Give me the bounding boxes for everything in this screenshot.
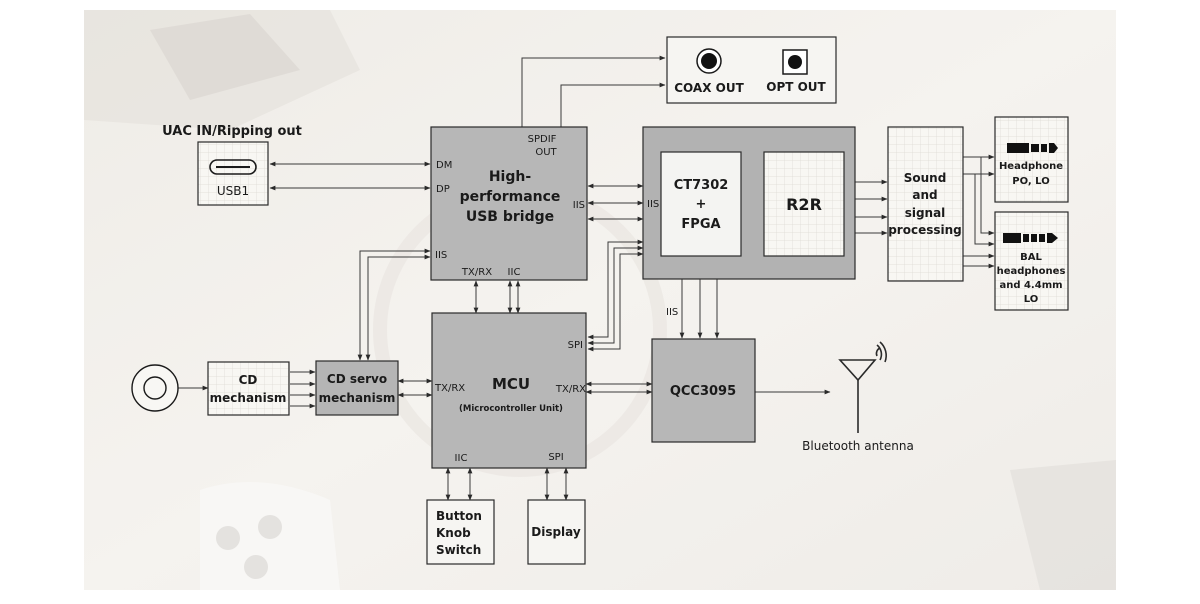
sound-line-2: and <box>912 188 937 202</box>
headphone-line-2: PO, LO <box>1012 176 1049 187</box>
buttons-line-3: Switch <box>436 543 481 557</box>
buttons-line-1: Button <box>436 509 482 523</box>
3-5mm-plug-icon <box>1007 143 1058 153</box>
fpga-block <box>660 151 742 257</box>
bridge-title-3: USB bridge <box>466 209 554 225</box>
bal-line-3: and 4.4mm <box>999 280 1062 291</box>
cd-mechanism-block: CD mechanism <box>207 361 290 416</box>
cd-servo-line-1: CD servo <box>327 372 387 386</box>
cd-mech-line-1: CD <box>239 373 258 387</box>
usb-c-port-icon <box>209 159 257 175</box>
4-4mm-plug-icon <box>1003 233 1058 243</box>
display-label: Display <box>531 525 581 539</box>
digital-out-block: COAX OUT OPT OUT <box>666 36 837 104</box>
optical-jack-icon <box>782 49 808 75</box>
usb1-label: USB1 <box>217 184 249 198</box>
mcu-subtitle: (Microcontroller Unit) <box>459 404 563 414</box>
mcu-iic-bottom-label: IIC <box>455 453 468 464</box>
qcc-label: QCC3095 <box>670 384 736 399</box>
cd-servo-block: CD servo mechanism <box>315 360 399 416</box>
qcc-iis-label: IIS <box>666 307 678 318</box>
r2r-block <box>763 151 845 257</box>
spdif-label-2: OUT <box>535 147 557 158</box>
bal-line-2: headphones <box>997 266 1066 277</box>
sound-line-4: processing <box>888 223 962 237</box>
bal-block: BAL headphones and 4.4mm LO <box>994 211 1069 311</box>
fpga-line-3: FPGA <box>681 217 720 232</box>
dac-iis-label: IIS <box>647 199 659 210</box>
mcu-block: SPI TX/RX TX/RX MCU (Microcontroller Uni… <box>431 312 587 469</box>
mcu-spi-right-label: SPI <box>568 340 583 351</box>
usb1-block: USB1 <box>197 141 269 206</box>
buttons-line-2: Knob <box>436 526 471 540</box>
disc-icon <box>131 364 179 412</box>
background-photo <box>84 10 1116 590</box>
cd-servo-line-2: mechanism <box>319 391 396 405</box>
fpga-line-1: CT7302 <box>674 178 729 193</box>
mcu-txrx-left-label: TX/RX <box>434 383 465 394</box>
bridge-iis-right-label: IIS <box>573 200 585 211</box>
mcu-title: MCU <box>492 375 530 393</box>
bridge-title-2: performance <box>460 189 561 205</box>
headphone-block: Headphone PO, LO <box>994 116 1069 203</box>
display-block: Display <box>527 499 586 565</box>
dp-port-label: DP <box>436 184 450 195</box>
connections <box>178 55 995 501</box>
dm-port-label: DM <box>436 160 452 171</box>
bal-line-4: LO <box>1024 294 1039 305</box>
opt-out-label: OPT OUT <box>766 80 826 94</box>
antenna-icon <box>838 341 887 433</box>
usb-bridge-block: SPDIF OUT DM DP High- performance USB br… <box>430 126 588 281</box>
bal-line-1: BAL <box>1020 252 1042 263</box>
coax-jack-icon <box>696 48 722 74</box>
headphone-line-1: Headphone <box>999 161 1063 172</box>
bridge-txrx-label: TX/RX <box>461 267 492 278</box>
mcu-spi-bottom-label: SPI <box>548 452 563 463</box>
dac-module: IIS CT7302 + FPGA R2R <box>642 126 856 280</box>
sound-line-3: signal <box>905 206 946 220</box>
bridge-iic-label: IIC <box>508 267 521 278</box>
bridge-title-1: High- <box>489 169 532 185</box>
sound-line-1: Sound <box>904 171 947 185</box>
coax-out-label: COAX OUT <box>674 81 744 95</box>
fpga-line-2: + <box>696 197 707 212</box>
bridge-iis-left-label: IIS <box>435 250 447 261</box>
mcu-txrx-right-label: TX/RX <box>555 384 586 395</box>
sound-processing-block: Sound and signal processing <box>887 126 964 282</box>
r2r-label: R2R <box>786 195 822 214</box>
button-knob-switch-block: Button Knob Switch <box>426 499 495 565</box>
antenna-label: Bluetooth antenna <box>802 439 914 453</box>
uac-title: UAC IN/Ripping out <box>162 124 302 139</box>
qcc3095-block: QCC3095 <box>651 338 756 443</box>
spdif-label-1: SPDIF <box>528 134 557 145</box>
cd-mech-line-2: mechanism <box>210 391 287 405</box>
